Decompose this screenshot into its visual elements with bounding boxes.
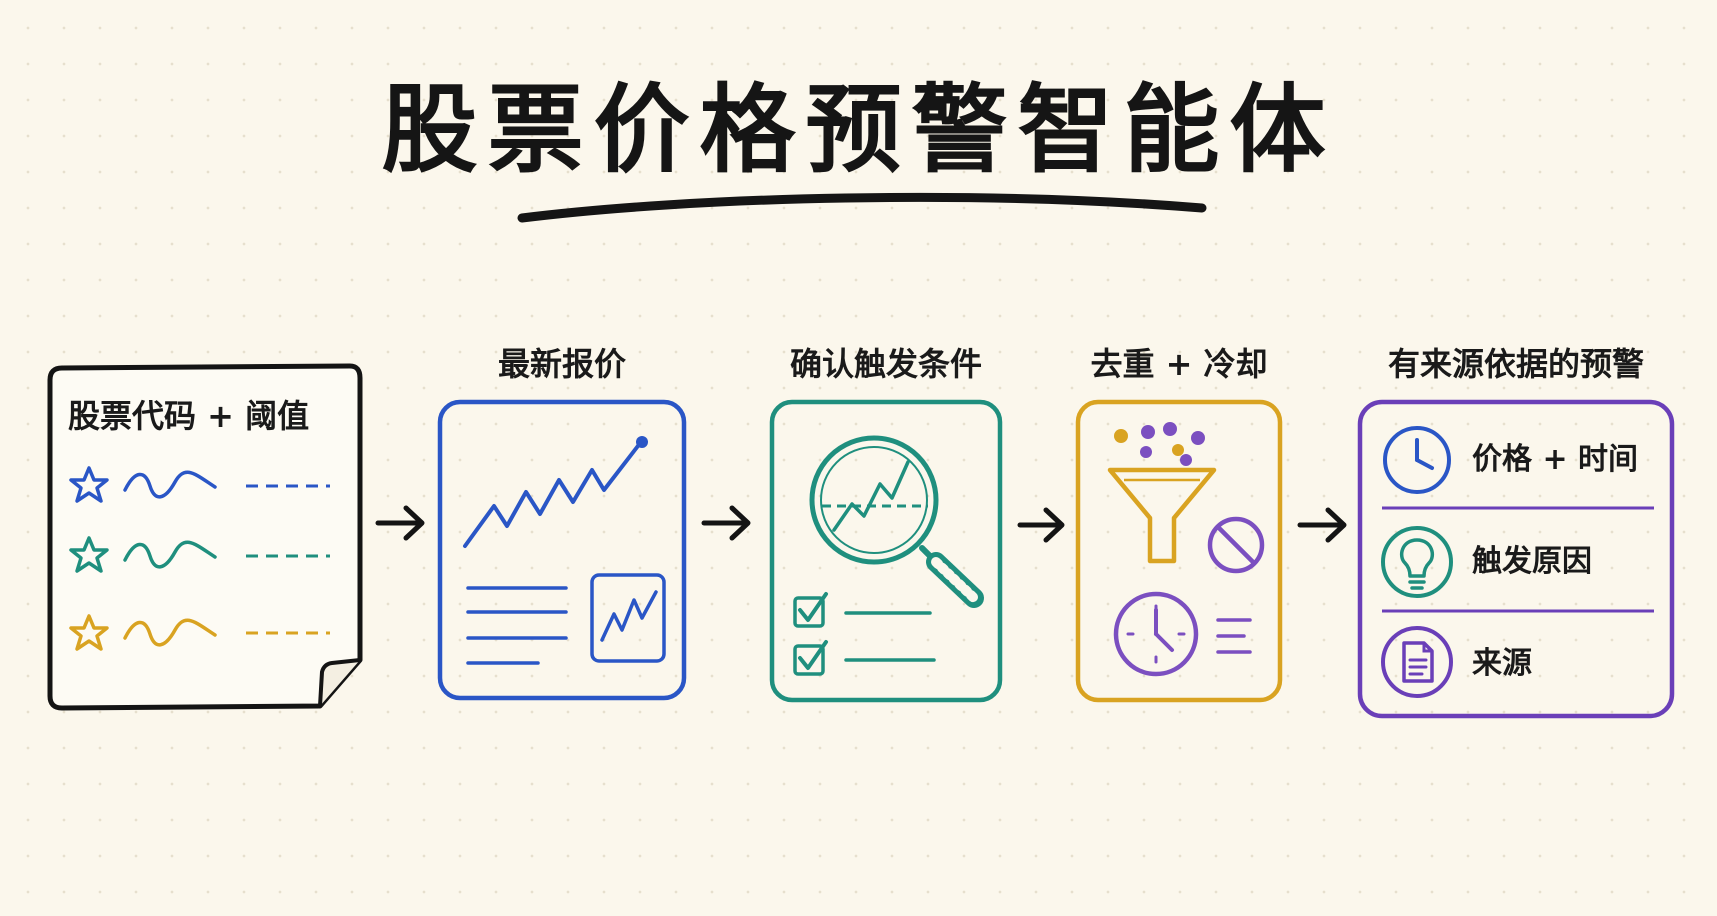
step-label-alert: 有来源依据的预警 [1387, 345, 1644, 383]
funnel-icon [1107, 467, 1217, 564]
dedupe-cooldown-card [1075, 399, 1283, 703]
star-icon [69, 536, 109, 573]
step-label-check: 确认触发条件 [789, 345, 982, 383]
checkbox-checked-icon [793, 592, 828, 628]
step-label-input: 股票代码 + 阈值 [68, 397, 310, 435]
stopwatch-icon [1113, 591, 1199, 677]
magnifier-icon [809, 435, 984, 608]
document-icon [1381, 626, 1453, 698]
watchlist-row [69, 614, 330, 651]
arrow-icon [701, 505, 751, 541]
clock-icon [1383, 426, 1451, 494]
lightbulb-icon [1381, 526, 1453, 598]
alert-item-price-time: 价格 + 时间 [1472, 442, 1639, 477]
title-underline [517, 192, 1207, 223]
trigger-check-card [769, 399, 1003, 703]
page-title: 股票价格预警智能体 [381, 74, 1336, 186]
mini-chart-icon [590, 573, 666, 663]
blocked-icon [1207, 516, 1265, 574]
step-label-dedupe: 去重 + 冷却 [1090, 345, 1268, 383]
alert-item-trigger-reason: 触发原因 [1472, 544, 1592, 579]
dots-icon [1114, 422, 1205, 466]
watchlist-row [69, 536, 330, 573]
watchlist-card [47, 363, 363, 711]
quote-card [437, 399, 687, 701]
checkbox-checked-icon [793, 640, 828, 676]
arrow-icon [1297, 507, 1347, 543]
watchlist-row [69, 466, 330, 503]
step-label-quote: 最新报价 [497, 345, 626, 383]
star-icon [69, 466, 109, 503]
sourced-alert-card [1357, 399, 1675, 719]
arrow-icon [1017, 507, 1065, 543]
line-chart-icon [463, 440, 643, 548]
arrow-icon [375, 505, 425, 541]
star-icon [69, 614, 109, 651]
alert-item-source: 来源 [1472, 646, 1532, 681]
